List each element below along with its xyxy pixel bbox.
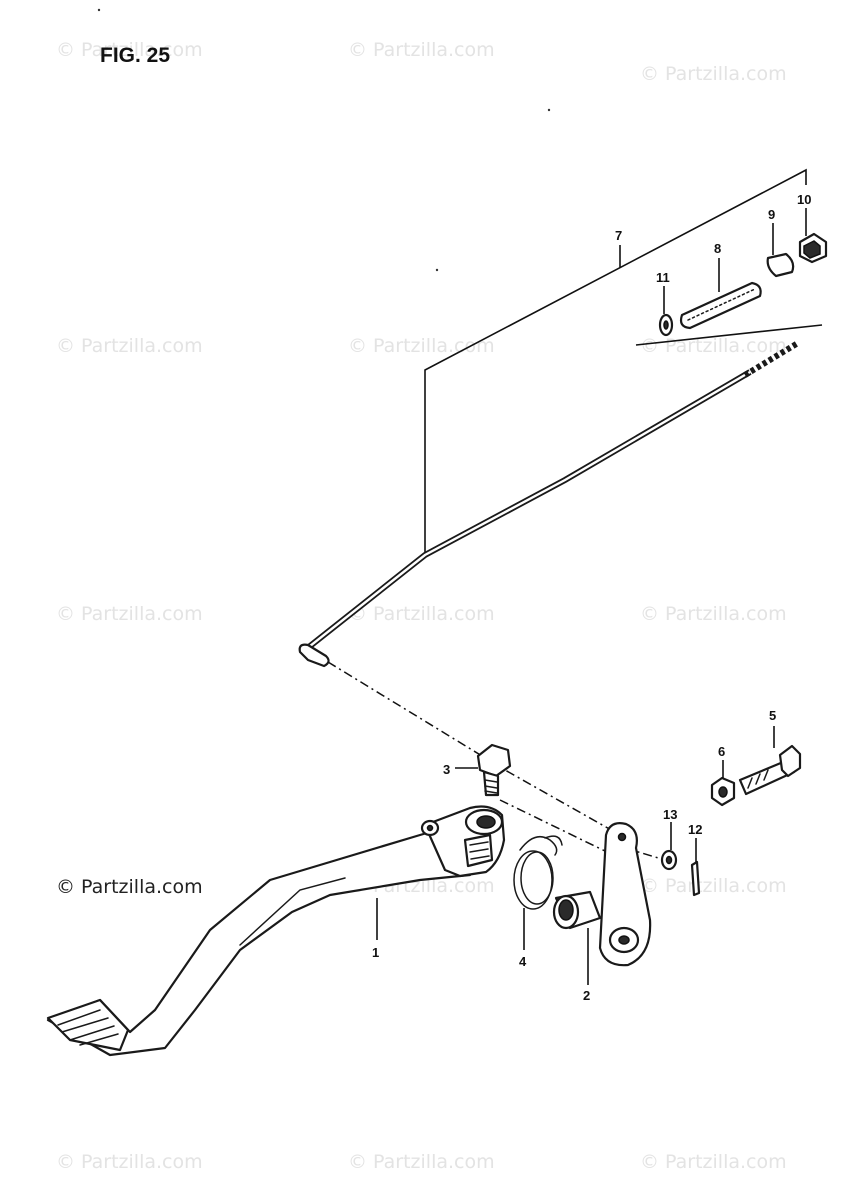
watermark: © Partzilla.com (640, 1151, 787, 1173)
callout-13: 13 (663, 807, 677, 822)
watermark: © Partzilla.com (56, 39, 203, 61)
watermark: © Partzilla.com (348, 335, 495, 357)
adjuster-sleeve (679, 281, 762, 330)
speck (97, 8, 101, 12)
callout-11: 11 (656, 270, 670, 285)
group-bracket-7 (424, 168, 807, 558)
nut-6 (710, 776, 736, 807)
callout-8: 8 (714, 241, 721, 256)
group-wedge (635, 324, 823, 346)
callout-7: 7 (615, 228, 622, 243)
watermark: © Partzilla.com (56, 1151, 203, 1173)
brake-rod-thread (743, 340, 800, 378)
watermark: © Partzilla.com (640, 335, 787, 357)
watermark: © Partzilla.com (348, 39, 495, 61)
brake-rod-end (298, 643, 330, 668)
callout-6: 6 (718, 744, 725, 759)
watermark: © Partzilla.com (640, 875, 787, 897)
speck (547, 108, 551, 112)
washer-11 (658, 313, 674, 337)
bolt-3 (476, 743, 512, 797)
cotter-pin (690, 860, 701, 897)
watermark: © Partzilla.com (640, 603, 787, 625)
watermark: © Partzilla.com (348, 603, 495, 625)
watermark-primary: © Partzilla.com (56, 876, 203, 898)
callout-4: 4 (519, 954, 527, 969)
assembly-line (499, 799, 608, 853)
figure-label: FIG. 25 (100, 44, 170, 67)
callout-2: 2 (583, 988, 590, 1003)
watermark: © Partzilla.com (640, 63, 787, 85)
callout-3: 3 (443, 762, 450, 777)
joint-9 (766, 252, 795, 278)
brake-pedal (46, 805, 506, 1057)
washer-13 (660, 849, 678, 871)
callout-12: 12 (688, 822, 702, 837)
watermark: © Partzilla.com (348, 1151, 495, 1173)
brake-arm (552, 822, 652, 967)
callout-10: 10 (797, 192, 811, 207)
nut-10 (798, 232, 828, 264)
watermark: © Partzilla.com (56, 335, 203, 357)
bolt-5 (738, 744, 802, 796)
speck (435, 268, 439, 272)
callout-1: 1 (372, 945, 379, 960)
callout-5: 5 (769, 708, 776, 723)
watermark: © Partzilla.com (56, 603, 203, 625)
return-spring (513, 835, 563, 910)
callout-9: 9 (768, 207, 775, 222)
